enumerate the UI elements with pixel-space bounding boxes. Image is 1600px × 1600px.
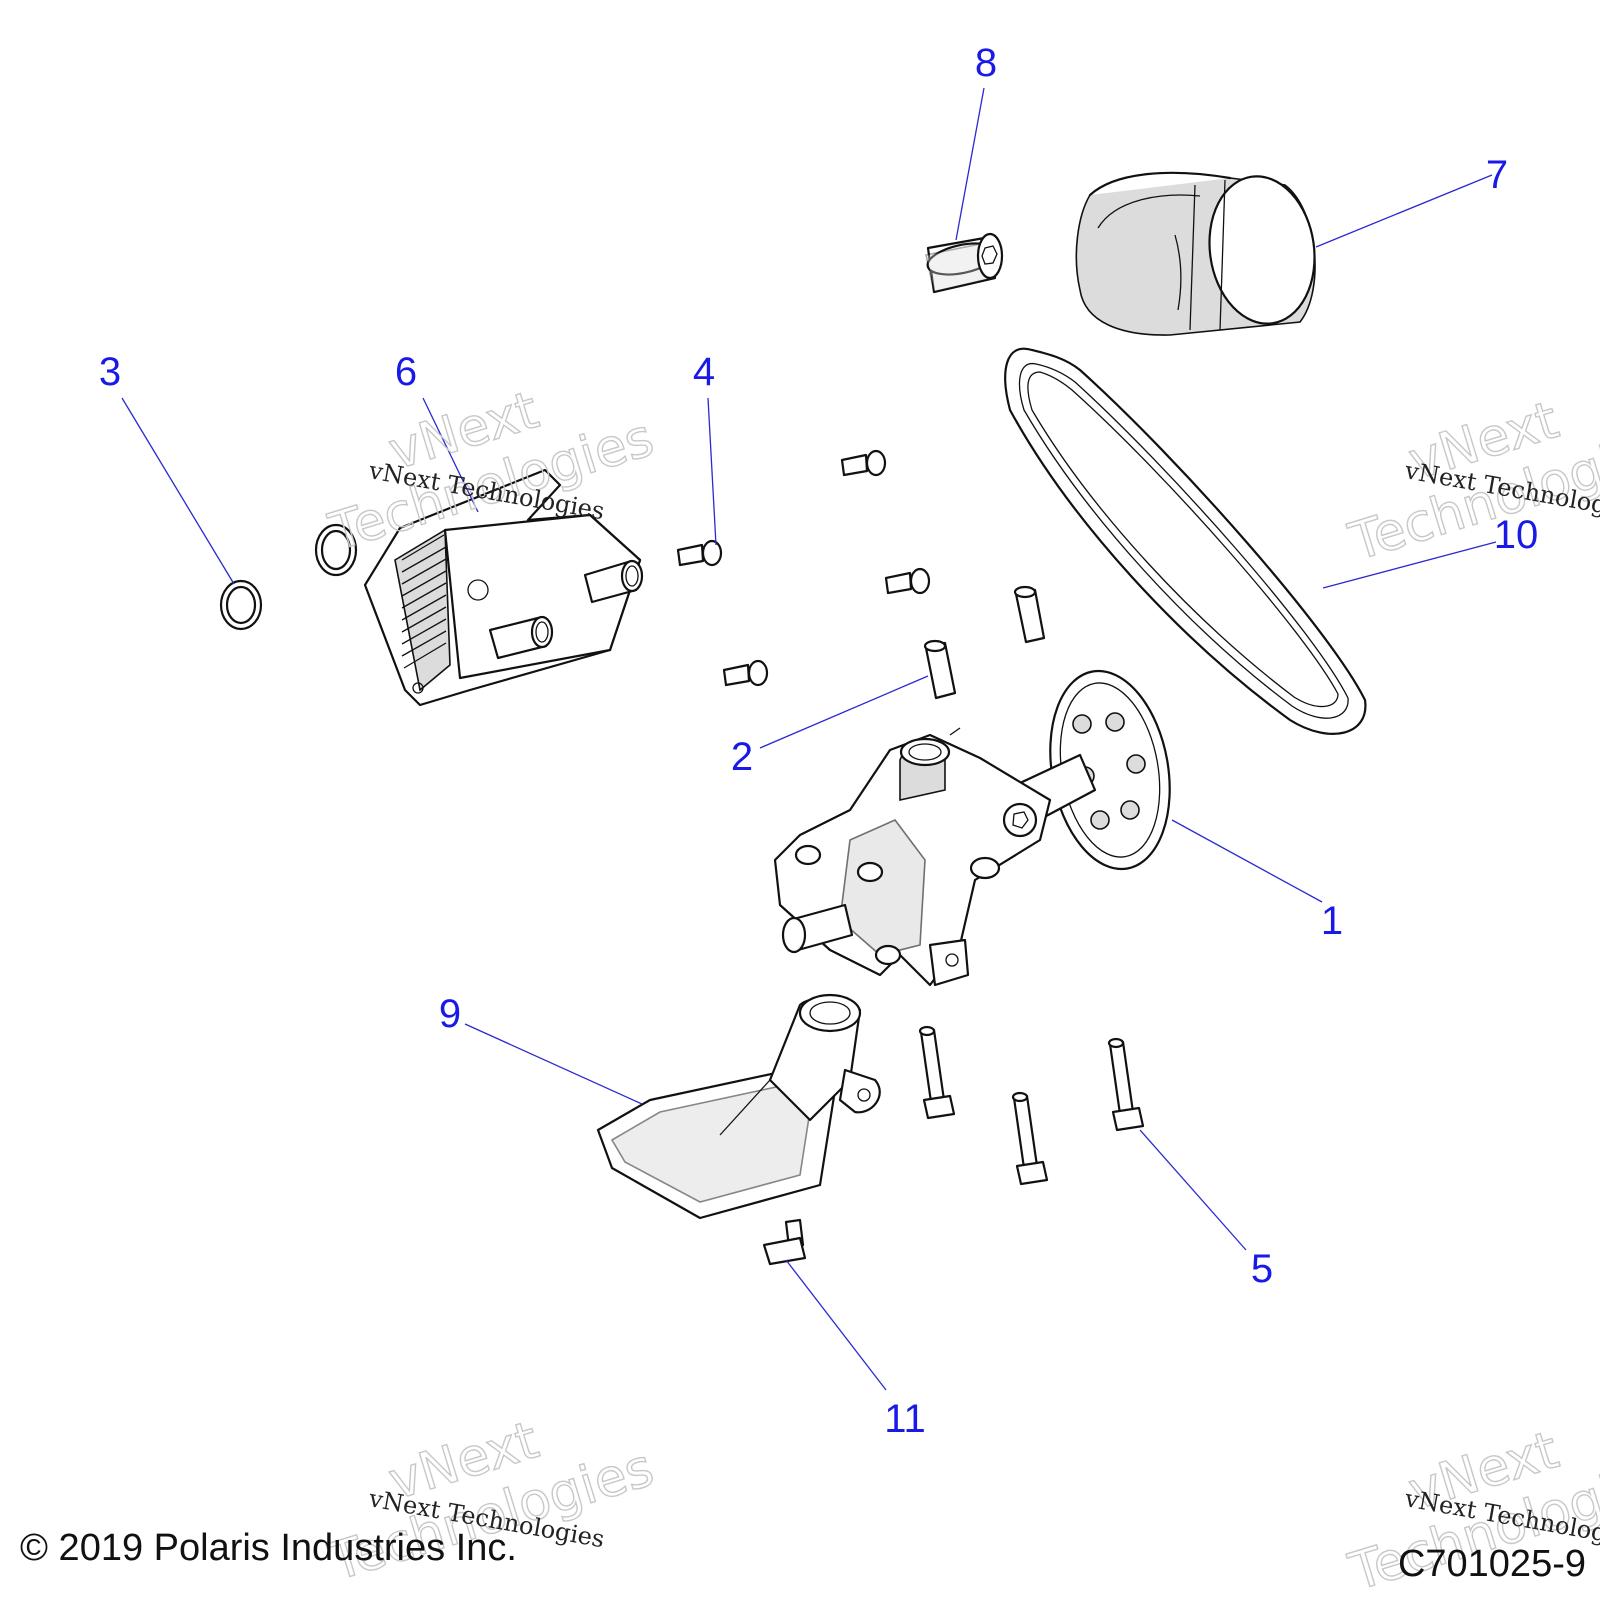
part-screw-4b bbox=[840, 449, 887, 477]
part-screw-4c bbox=[884, 567, 931, 595]
part-o-ring-3 bbox=[219, 579, 263, 631]
part-dowel-pin-a bbox=[923, 639, 957, 700]
part-oil-pump bbox=[773, 669, 1171, 987]
callout-7: 7 bbox=[1486, 153, 1508, 197]
part-belt bbox=[1004, 347, 1367, 735]
part-bolt-5a bbox=[918, 1025, 956, 1120]
part-oil-filter bbox=[1075, 171, 1316, 336]
callout-1: 1 bbox=[1321, 899, 1343, 943]
part-screw-4a bbox=[676, 539, 723, 567]
copyright-text: © 2019 Polaris Industries Inc. bbox=[20, 1527, 517, 1569]
part-bolt-11 bbox=[762, 1218, 807, 1266]
drawing-code: C701025-9 bbox=[1398, 1543, 1586, 1585]
callout-11: 11 bbox=[884, 1397, 926, 1441]
callout-4: 4 bbox=[693, 350, 715, 394]
callout-3: 3 bbox=[99, 350, 121, 394]
callout-2: 2 bbox=[731, 735, 753, 779]
callout-10: 10 bbox=[1494, 513, 1539, 557]
callout-6: 6 bbox=[395, 350, 417, 394]
part-dowel-pin-b bbox=[1013, 585, 1046, 644]
part-oil-strainer bbox=[596, 993, 881, 1220]
callout-5: 5 bbox=[1251, 1247, 1273, 1291]
callout-8: 8 bbox=[975, 41, 997, 85]
part-screw-4d bbox=[722, 659, 769, 687]
part-bolt-5c bbox=[1107, 1037, 1145, 1132]
part-bolt-5b bbox=[1011, 1091, 1049, 1186]
callout-9: 9 bbox=[439, 992, 461, 1036]
part-o-ring-cooler bbox=[314, 523, 358, 577]
part-sleeve bbox=[925, 232, 1004, 294]
leader-lines bbox=[121, 87, 1497, 1391]
part-oil-cooler bbox=[363, 468, 644, 707]
